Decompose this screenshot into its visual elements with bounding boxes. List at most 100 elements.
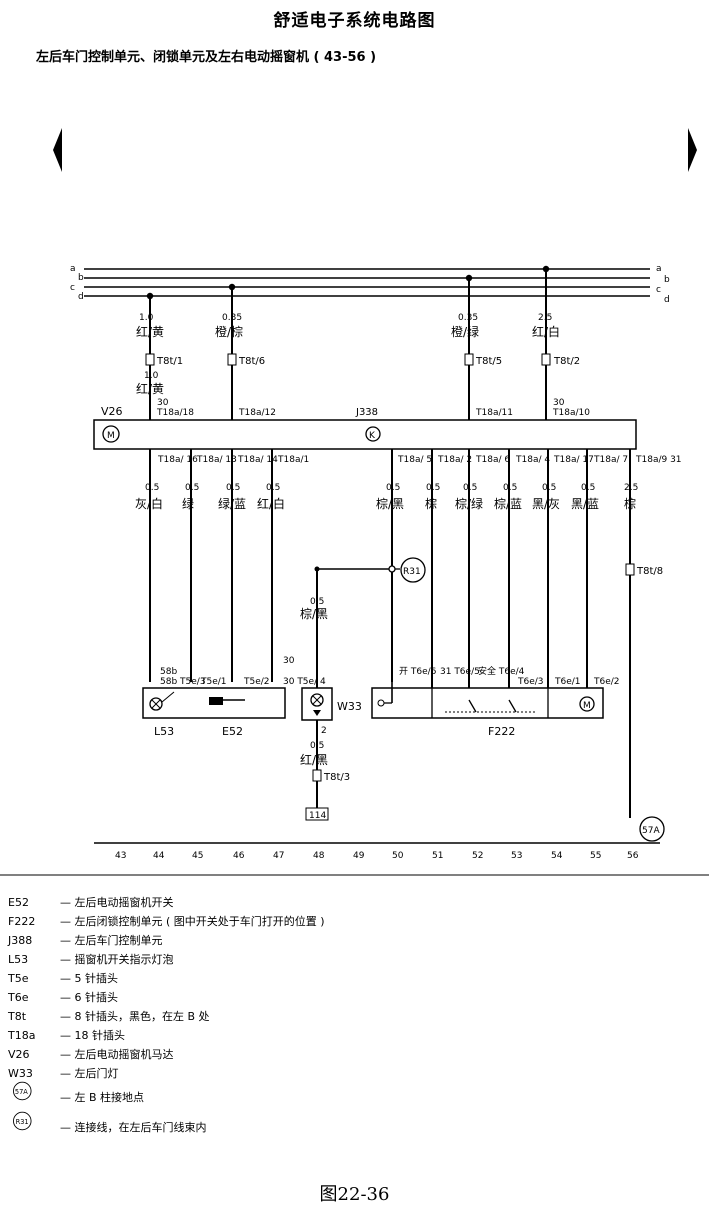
svg-text:55: 55 — [590, 851, 601, 861]
svg-text:57A: 57A — [642, 826, 660, 836]
column-numbers: 43 44 45 46 47 48 49 50 51 52 53 54 55 5… — [115, 851, 639, 861]
svg-text:灰/白: 灰/白 — [135, 496, 163, 511]
svg-text:棕/蓝: 棕/蓝 — [494, 496, 522, 511]
lower-pin-47: T18a/1 0.5 红/白 — [257, 449, 309, 682]
f222-pin-4: T6e/3 — [517, 677, 544, 687]
upper-wire-44: 1.0 红/黄 T8t/1 1.0 红/黄 30 T18a/18 — [136, 292, 194, 420]
svg-text:红/黄: 红/黄 — [136, 381, 164, 396]
lower-pin-56: T18a/9 31 2.5 棕 T8t/8 — [624, 449, 682, 818]
svg-text:0.5: 0.5 — [426, 483, 440, 493]
svg-text:K: K — [369, 431, 376, 441]
j338-label: J338 — [355, 407, 378, 418]
ground-point-icon: 57A — [13, 1081, 32, 1101]
svg-text:56: 56 — [627, 851, 639, 861]
svg-text:43: 43 — [115, 851, 126, 861]
bus-b-left: b — [78, 273, 84, 283]
lower-pin-55: T18a/ 7 0.5 黑/蓝 — [571, 449, 628, 688]
legend-row: J388 — 左后车门控制单元 — [8, 934, 163, 947]
svg-text:T8t/2: T8t/2 — [553, 356, 580, 367]
lower-pin-44: T18a/ 16 0.5 灰/白 — [135, 449, 198, 682]
e52-pin-1: 58b T5e/3 — [160, 677, 206, 687]
diode-icon — [313, 710, 321, 716]
svg-text:T8t/1: T8t/1 — [156, 356, 183, 367]
lower-pin-51: T18a/ 2 0.5 棕 — [425, 449, 472, 718]
upper-wire-54: 2.5 红/白 T8t/2 30 T18a/10 — [532, 265, 590, 420]
svg-text:0.5: 0.5 — [386, 483, 400, 493]
svg-text:T18a/1: T18a/1 — [277, 455, 309, 465]
svg-text:红/黑: 红/黑 — [300, 752, 328, 767]
legend-row: W33 — 左后门灯 — [8, 1067, 119, 1080]
right-arrow-icon[interactable] — [688, 128, 697, 172]
f222-label: F222 — [488, 725, 515, 738]
w56-connector: T8t/8 — [636, 566, 663, 577]
bus-a-right: a — [656, 264, 662, 274]
svg-text:M: M — [583, 701, 591, 711]
svg-text:0.5: 0.5 — [145, 483, 159, 493]
connection-point-icon: R31 — [13, 1111, 32, 1131]
svg-text:0.5: 0.5 — [581, 483, 595, 493]
bus-lines: a b c d a b c d — [70, 264, 670, 305]
svg-text:T18a/ 6: T18a/ 6 — [475, 455, 510, 465]
bus-d-right: d — [664, 295, 670, 305]
figure-caption: 图22-36 — [319, 1184, 390, 1205]
ref-box-114: 114 — [309, 811, 326, 821]
upper-wire-46: 0.35 橙/棕 T8t/6 T18a/12 — [215, 283, 276, 420]
svg-text:53: 53 — [511, 851, 522, 861]
r31-symbol — [400, 557, 426, 583]
lower-pin-53: T18a/ 4 0.5 棕/蓝 — [494, 449, 550, 700]
svg-text:44: 44 — [153, 851, 165, 861]
legend-row: T6e — 6 针插头 — [8, 991, 118, 1004]
svg-text:2.5: 2.5 — [538, 313, 552, 323]
legend-row: T5e — 5 针插头 — [8, 972, 118, 985]
legend-row: V26 — 左后电动摇窗机马达 — [8, 1048, 174, 1061]
legend-row: L53 — 摇窗机开关指示灯泡 — [8, 953, 174, 966]
svg-text:51: 51 — [432, 851, 443, 861]
svg-text:58b: 58b — [160, 667, 177, 677]
svg-text:T18a/ 14: T18a/ 14 — [237, 455, 278, 465]
left-arrow-icon[interactable] — [53, 128, 62, 172]
module-symbol-icon — [365, 426, 381, 442]
svg-text:0.5: 0.5 — [463, 483, 477, 493]
legend-row: F222 — 左后闭锁控制单元 ( 图中开关处于车门打开的位置 ) — [8, 915, 325, 928]
f222-pin-6: T6e/2 — [593, 677, 620, 687]
page-subtitle: 左后车门控制单元、闭锁单元及左右电动摇窗机 ( 43-56 ) — [36, 50, 377, 65]
f222-pin-5: T6e/1 — [554, 677, 581, 687]
r31-branch: R31 0.5 棕/黑 — [300, 557, 426, 688]
control-module-j338: V26 M J338 K — [93, 405, 637, 450]
svg-text:49: 49 — [353, 851, 365, 861]
svg-text:T18a/ 5: T18a/ 5 — [397, 455, 432, 465]
svg-text:棕/黑: 棕/黑 — [300, 606, 328, 621]
f222-lock-unit: 开 T6e/6 31 T6e/5 安全 T6e/4 T6e/3 T6e/1 T6… — [371, 665, 620, 738]
motor-icon — [102, 425, 120, 443]
svg-text:R31: R31 — [403, 567, 421, 577]
w33-label: W33 — [337, 700, 362, 713]
lock-motor-icon — [579, 696, 595, 712]
svg-text:0.5: 0.5 — [503, 483, 517, 493]
svg-text:0.5: 0.5 — [266, 483, 280, 493]
svg-text:T18a/18: T18a/18 — [156, 408, 194, 418]
svg-text:47: 47 — [273, 851, 284, 861]
lower-pin-52: T18a/ 6 0.5 棕/绿 — [455, 449, 510, 700]
svg-text:黑/蓝: 黑/蓝 — [571, 497, 599, 511]
svg-text:0.5: 0.5 — [310, 741, 324, 751]
svg-text:T18a/ 16: T18a/ 16 — [157, 455, 198, 465]
wiring-diagram: a b c d a b c d 1.0 红/黄 T8t/1 1.0 红/黄 30… — [0, 128, 709, 876]
legend-row-connection: R31 — 连接线，在左后车门线束内 — [8, 1111, 698, 1143]
svg-text:绿/蓝: 绿/蓝 — [218, 496, 246, 511]
svg-text:棕: 棕 — [425, 496, 437, 511]
e52-switch-block: 58b 58b T5e/3 T5e/1 T5e/2 30 30 T5e/ 4 L… — [142, 656, 326, 738]
svg-text:30: 30 — [553, 398, 565, 408]
svg-text:棕: 棕 — [624, 496, 636, 511]
e52-pin-4: 30 T5e/ 4 — [283, 677, 326, 687]
svg-text:45: 45 — [192, 851, 203, 861]
svg-text:30: 30 — [283, 656, 295, 666]
svg-text:1.0: 1.0 — [139, 313, 154, 323]
l53-label: L53 — [154, 725, 174, 738]
bus-c-left: c — [70, 283, 75, 293]
legend-row-ground: 57A — 左 B 柱接地点 — [8, 1081, 698, 1113]
svg-text:T18a/ 13: T18a/ 13 — [196, 455, 237, 465]
svg-text:T18a/12: T18a/12 — [238, 408, 276, 418]
switch-contact-icon — [468, 699, 477, 713]
legend-row: T18a — 18 针插头 — [8, 1029, 125, 1042]
svg-text:T18a/ 17: T18a/ 17 — [553, 455, 594, 465]
